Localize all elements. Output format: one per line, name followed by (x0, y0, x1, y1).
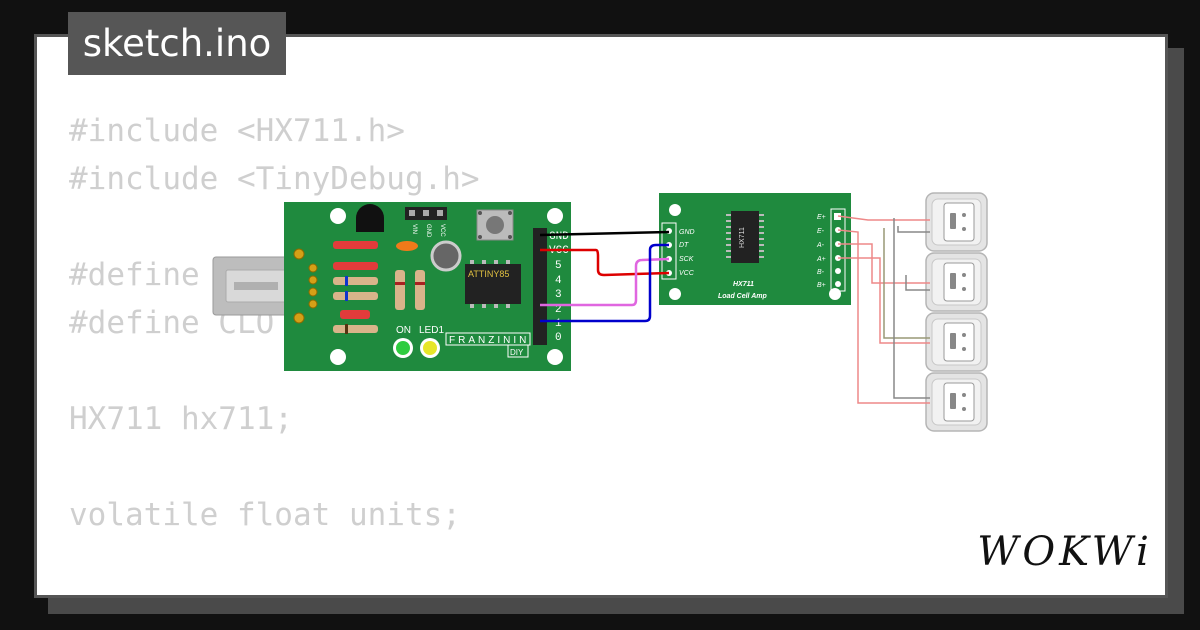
attiny85-chip: ATTINY85 (465, 260, 521, 308)
board-brand: FRANZININ (449, 335, 529, 346)
hx711-pin-label: A+ (816, 256, 826, 263)
top-pin-header: VIN GND VCC (405, 207, 447, 238)
load-cell (925, 312, 988, 372)
code-line: #include <HX711.h> (69, 113, 405, 149)
wokwi-logo: WOKWi (977, 529, 1153, 575)
hx711-pin-label: DT (679, 242, 689, 249)
file-tab[interactable]: sketch.ino (68, 12, 286, 75)
chip-label: ATTINY85 (468, 269, 509, 279)
header-pin-label: 3 (555, 289, 562, 301)
hx711-chip: HX711 (726, 211, 764, 263)
top-pin-label: VIN (411, 224, 417, 234)
wire-excite (837, 229, 930, 404)
resistors (333, 241, 425, 334)
hx711-pin-label: E- (817, 228, 825, 235)
wire-excite (838, 257, 930, 344)
load-cell (925, 372, 988, 432)
wire-gnd (539, 230, 670, 237)
header-pin-label: GND (549, 231, 569, 243)
hx711-subtitle: Load Cell Amp (718, 293, 767, 300)
header-pin-label: 4 (555, 275, 562, 287)
led1 (423, 341, 437, 355)
header-pin-label: 2 (555, 304, 562, 316)
led-label: LED1 (419, 325, 444, 336)
header-pin-label: 1 (555, 318, 562, 330)
code-line: void setup() { (69, 587, 480, 595)
hx711-pin-label: E+ (817, 214, 826, 221)
wire-signal (883, 228, 930, 339)
code-line: #include <TinyDebug.h> (69, 161, 480, 197)
reset-button[interactable] (476, 209, 514, 241)
hx711-pin-label: VCC (679, 270, 695, 277)
load-cell (925, 192, 988, 252)
hx711-pin-label: A- (816, 242, 825, 249)
hx711-pin-label: SCK (679, 256, 694, 263)
capacitor (396, 241, 418, 251)
header-pin-label: 5 (555, 260, 562, 272)
wire-excite (837, 215, 930, 221)
wire-dt (540, 243, 669, 323)
led-label: ON (396, 325, 411, 336)
wire-signal (905, 275, 930, 291)
hx711-pin-label: B- (817, 269, 825, 276)
code-line: volatile float units; (69, 497, 461, 533)
code-line: HX711 hx711; (69, 401, 293, 437)
top-pin-label: GND (425, 224, 431, 238)
hx711-title: HX711 (733, 281, 754, 288)
hx711-chip-label: HX711 (739, 227, 746, 248)
franzininho-board: VIN GND VCC (284, 202, 571, 371)
wire-excite (838, 243, 930, 284)
buzzer (430, 240, 462, 272)
wire-signal (897, 226, 930, 233)
wire-sck (540, 257, 670, 307)
wires (539, 215, 930, 404)
wire-vcc (540, 248, 670, 277)
load-cell (925, 252, 988, 312)
wire-signal (893, 218, 930, 399)
hx711-pin-label: GND (679, 229, 695, 236)
board-brand-sub: DIY (510, 348, 524, 357)
hx711-pin-label: B+ (817, 282, 826, 289)
top-pin-label: VCC (439, 224, 445, 237)
load-cells (925, 192, 988, 432)
header-pin-label: 0 (555, 332, 562, 344)
on-led (396, 341, 410, 355)
hx711-module: GND DT SCK VCC HX711 HX711 Load Cell Amp (659, 193, 851, 305)
